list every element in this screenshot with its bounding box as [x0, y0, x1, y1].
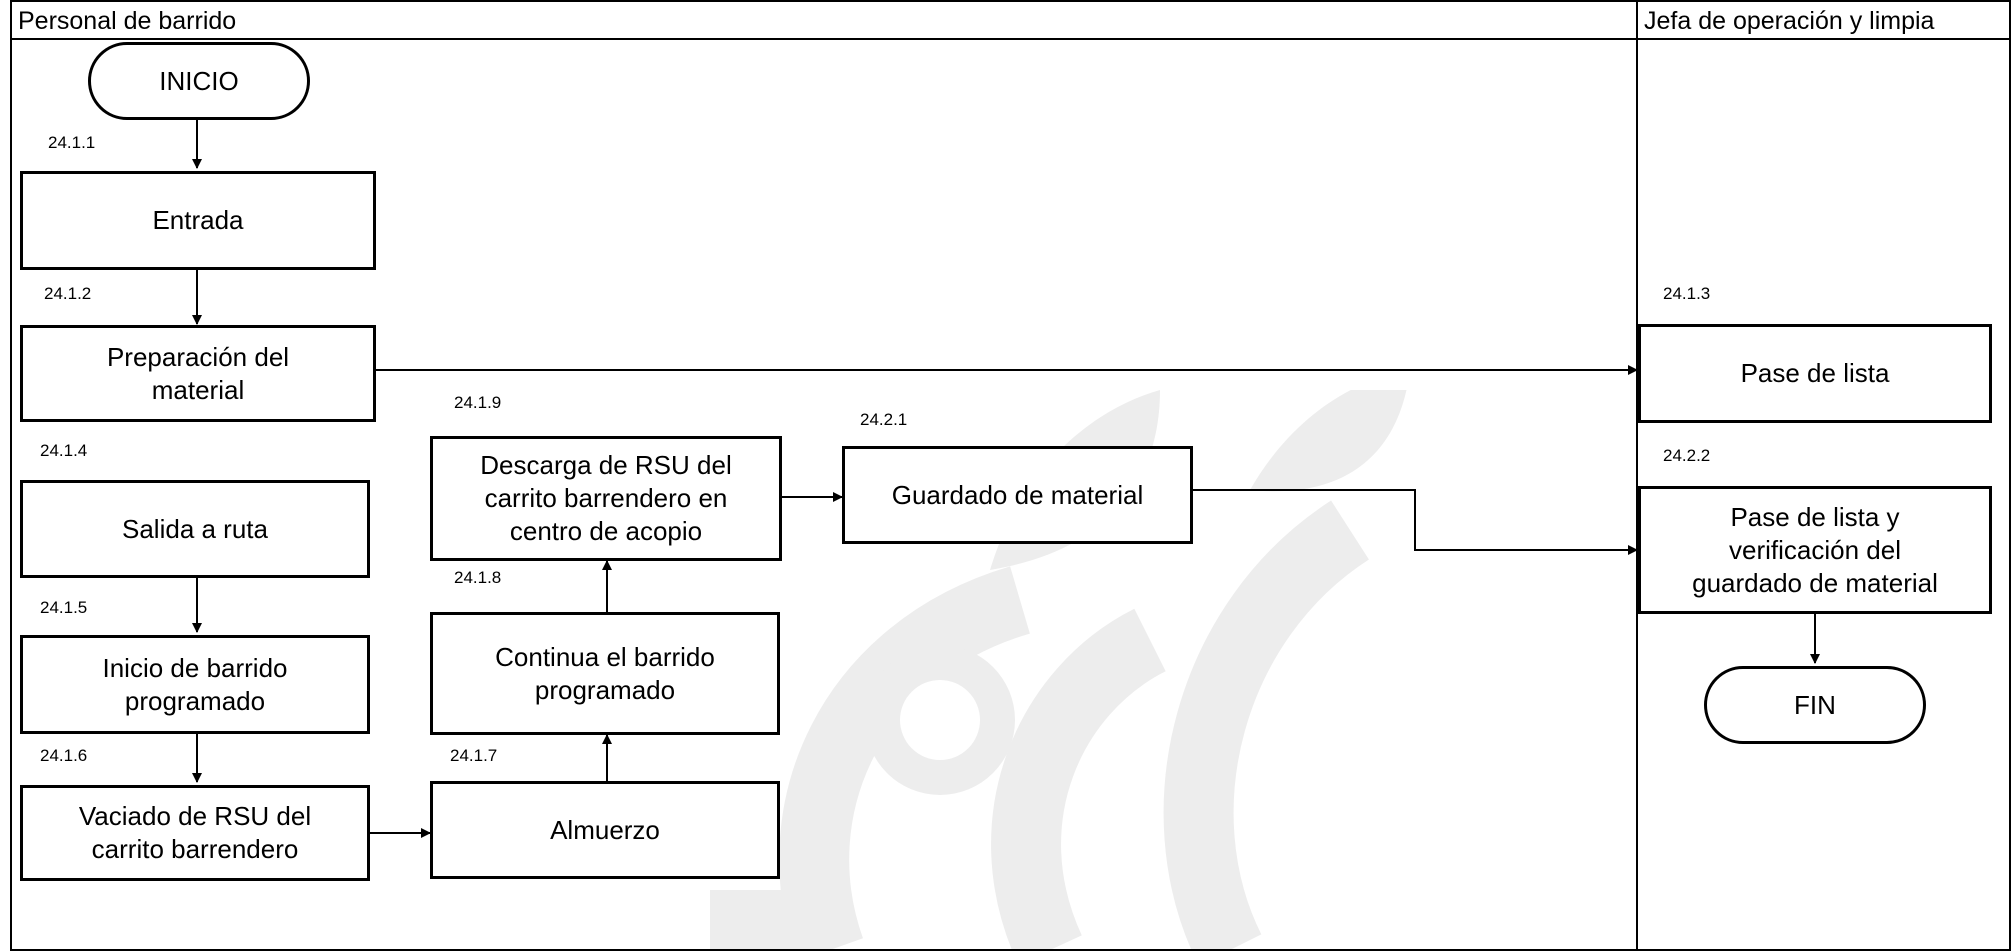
step-code-descarga: 24.1.9: [454, 393, 502, 412]
step-code-preparacion: 24.1.2: [44, 284, 92, 303]
lane-header-personal-de-barrido: Personal de barrido: [10, 0, 1638, 40]
step-code-inicio-barrido: 24.1.5: [40, 598, 88, 617]
step-continua: Continua el barrido programado: [430, 612, 780, 735]
step-almuerzo: Almuerzo: [430, 781, 780, 879]
step-code-verificacion: 24.2.2: [1663, 446, 1711, 465]
step-code-vaciado: 24.1.6: [40, 746, 88, 765]
end-terminator: FIN: [1704, 666, 1926, 744]
step-pase-lista: Pase de lista: [1638, 324, 1992, 423]
step-entrada: Entrada: [20, 171, 376, 270]
step-inicio-barrido: Inicio de barrido programado: [20, 635, 370, 734]
step-code-salida: 24.1.4: [40, 441, 88, 460]
step-code-guardado: 24.2.1: [860, 410, 908, 429]
start-terminator: INICIO: [88, 42, 310, 120]
arrow-guardado-to-verificacion: [1192, 489, 1638, 555]
step-vaciado: Vaciado de RSU del carrito barrendero: [20, 785, 370, 881]
step-code-entrada: 24.1.1: [48, 133, 96, 152]
step-verificacion: Pase de lista y verificación del guardad…: [1638, 486, 1992, 614]
step-guardado: Guardado de material: [842, 446, 1193, 544]
step-code-pase-lista: 24.1.3: [1663, 284, 1711, 303]
step-code-continua: 24.1.8: [454, 568, 502, 587]
watermark-emblem-icon: [710, 390, 1407, 950]
step-descarga: Descarga de RSU del carrito barrendero e…: [430, 436, 782, 561]
step-code-almuerzo: 24.1.7: [450, 746, 498, 765]
lane-header-jefa-de-operacion: Jefa de operación y limpia: [1636, 0, 2011, 40]
step-preparacion: Preparación del material: [20, 325, 376, 422]
step-salida: Salida a ruta: [20, 480, 370, 578]
